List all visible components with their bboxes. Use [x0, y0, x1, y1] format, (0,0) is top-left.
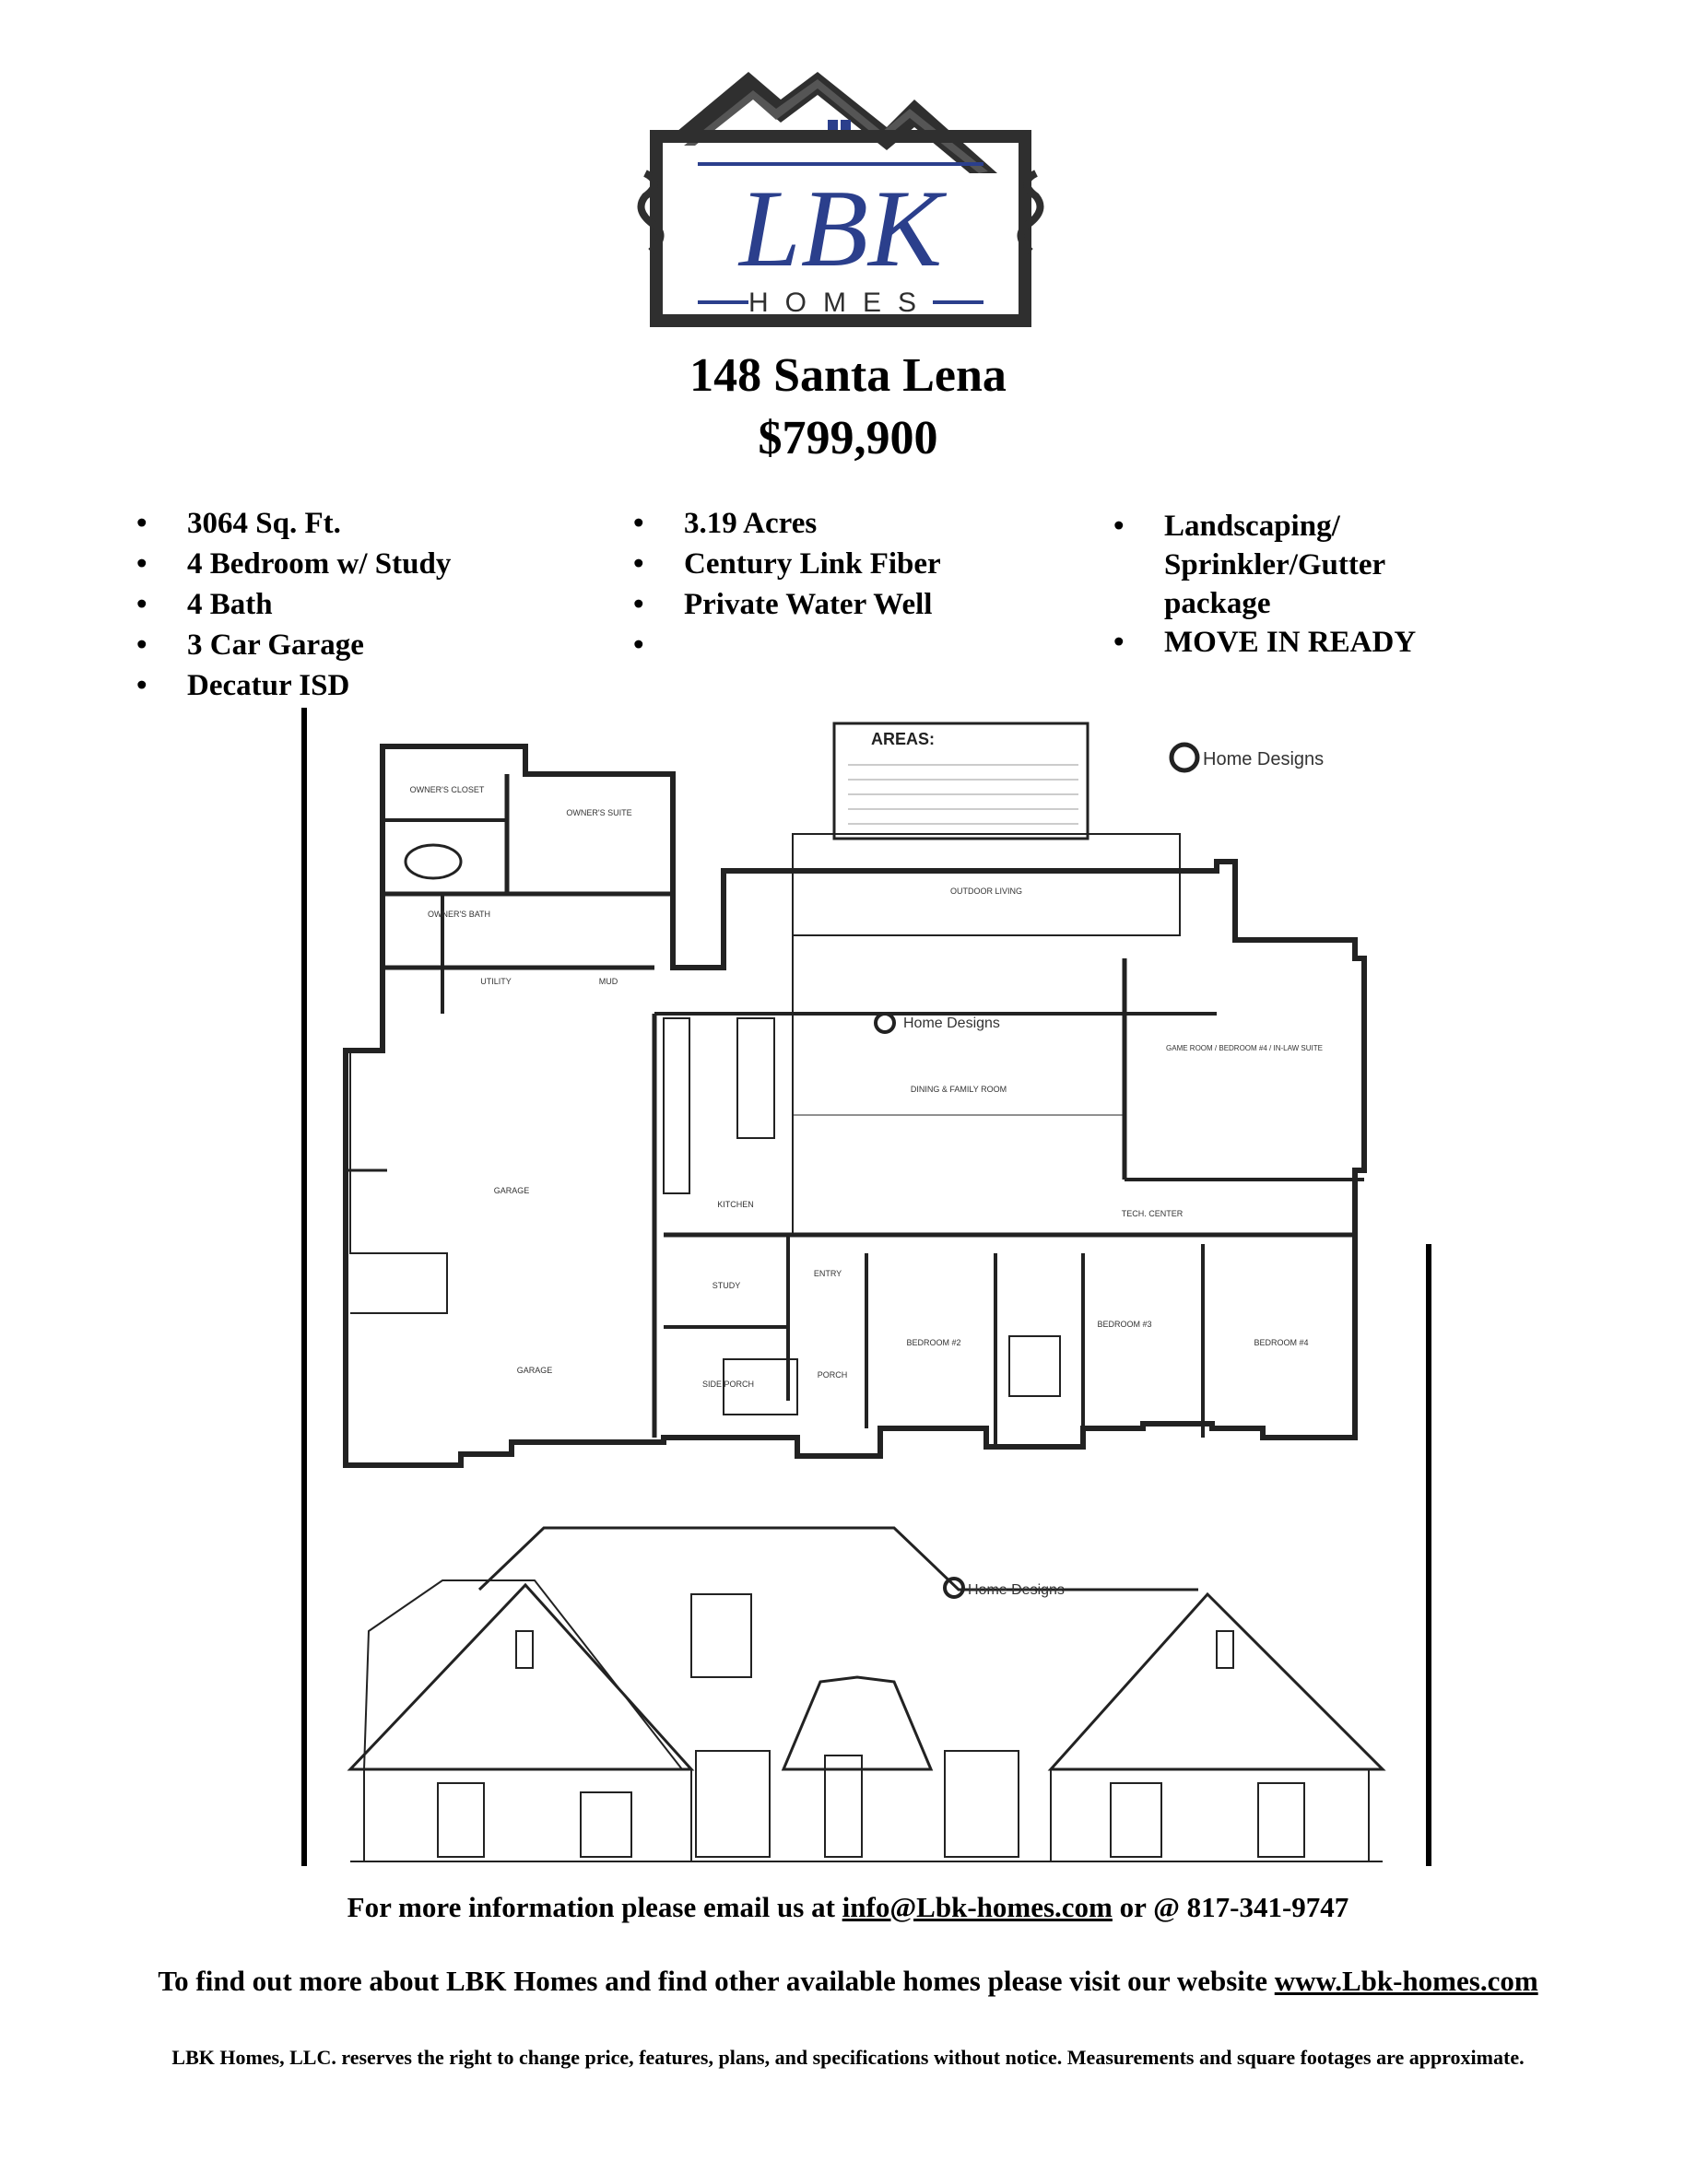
room-label: DINING & FAMILY ROOM — [911, 1085, 1007, 1094]
room-label: UTILITY — [480, 977, 512, 986]
room-label: BEDROOM #4 — [1254, 1338, 1308, 1347]
room-label: ENTRY — [814, 1269, 842, 1278]
feature-item: Landscaping/ Sprinkler/Gutter package — [1113, 507, 1427, 623]
contact-prefix: For more information please email us at — [347, 1891, 842, 1923]
room-label: OWNER'S CLOSET — [410, 785, 485, 794]
designer-label: Home Designs — [1203, 749, 1324, 769]
feature-item — [633, 625, 941, 665]
room-label: GARAGE — [494, 1186, 530, 1195]
contact-line: For more information please email us at … — [0, 1891, 1696, 1924]
plans-figure: AREAS: Home Designs — [295, 700, 1438, 1871]
feature-item: 3.19 Acres — [633, 503, 941, 544]
room-label: GAME ROOM / BEDROOM #4 / IN-LAW SUITE — [1166, 1044, 1323, 1052]
listing-address: 148 Santa Lena — [689, 349, 1007, 402]
feature-item: Private Water Well — [633, 584, 941, 625]
feature-list-2: 3.19 Acres Century Link Fiber Private Wa… — [633, 503, 941, 665]
feature-list-1: 3064 Sq. Ft. 4 Bedroom w/ Study 4 Bath 3… — [136, 503, 451, 706]
feature-item: 3064 Sq. Ft. — [136, 503, 451, 544]
areas-title: AREAS: — [871, 730, 935, 748]
designer-label: Home Designs — [968, 1582, 1065, 1598]
website-link[interactable]: www.Lbk-homes.com — [1274, 1965, 1538, 1997]
feature-item: 4 Bath — [136, 584, 451, 625]
room-label: GARAGE — [517, 1366, 553, 1375]
feature-item: 4 Bedroom w/ Study — [136, 544, 451, 584]
feature-item: MOVE IN READY — [1113, 623, 1427, 663]
room-label: SIDE PORCH — [702, 1380, 754, 1389]
room-label: PORCH — [818, 1370, 848, 1380]
email-link[interactable]: info@Lbk-homes.com — [842, 1891, 1113, 1923]
feature-list-3: Landscaping/ Sprinkler/Gutter package MO… — [1113, 507, 1427, 663]
feature-item: Century Link Fiber — [633, 544, 941, 584]
designer-label: Home Designs — [903, 1016, 1000, 1031]
room-label: OUTDOOR LIVING — [950, 887, 1022, 896]
room-label: TECH. CENTER — [1122, 1209, 1184, 1218]
room-label: OWNER'S SUITE — [566, 808, 631, 817]
room-label: BEDROOM #2 — [906, 1338, 960, 1347]
room-label: OWNER'S BATH — [428, 910, 490, 919]
disclaimer: LBK Homes, LLC. reserves the right to ch… — [171, 2046, 1525, 2069]
room-label: MUD — [599, 977, 618, 986]
lbk-homes-logo: LBK HOMES — [629, 35, 1053, 330]
room-label: BEDROOM #3 — [1097, 1320, 1151, 1329]
logo-name: LBK — [737, 167, 948, 289]
areas-table — [832, 722, 1089, 840]
feature-item: Decatur ISD — [136, 665, 451, 706]
feature-item: 3 Car Garage — [136, 625, 451, 665]
listing-price: $799,900 — [758, 412, 938, 464]
front-elevation: Home Designs — [347, 1526, 1386, 1862]
website-prefix: To find out more about LBK Homes and fin… — [158, 1965, 1275, 1997]
floor-plan: AREAS: Home Designs — [343, 722, 1367, 1468]
logo-tagline: HOMES — [748, 288, 933, 318]
room-label: KITCHEN — [717, 1200, 754, 1209]
room-label: STUDY — [713, 1281, 741, 1290]
website-line: To find out more about LBK Homes and fin… — [0, 1965, 1696, 1998]
contact-suffix: or @ 817-341-9747 — [1112, 1891, 1349, 1923]
